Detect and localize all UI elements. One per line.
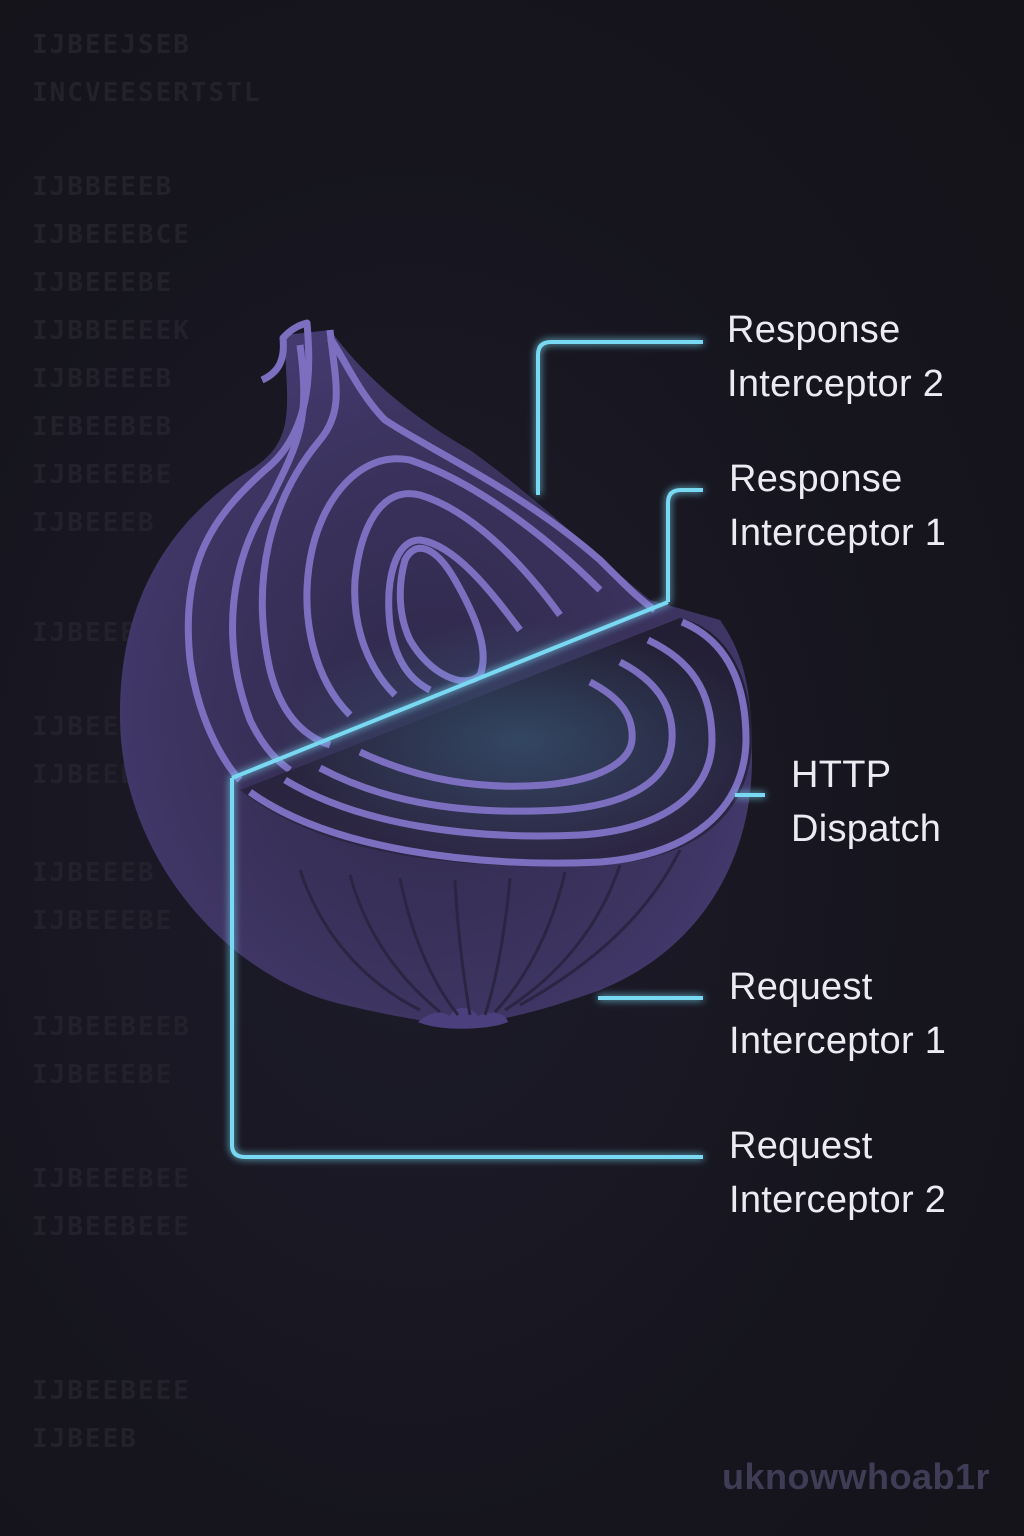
background-texture: IJBEEBEEB xyxy=(32,1012,191,1042)
background-texture: IJBBEEEB xyxy=(32,172,174,202)
watermark: uknowwhoab1r xyxy=(721,1456,990,1497)
label-line: HTTP xyxy=(791,754,892,796)
background-texture: IJBBEEEB xyxy=(32,364,174,394)
label-response-interceptor-2: Response Interceptor 2 xyxy=(727,303,944,411)
background-texture: IJBBEEEEK xyxy=(32,316,191,346)
label-line: Request xyxy=(729,966,873,1008)
background-texture: IEBEEBEB xyxy=(32,412,174,442)
label-http-dispatch: HTTP Dispatch xyxy=(791,748,941,856)
onion-root xyxy=(418,1007,508,1029)
background-texture: IJBEEBEEE xyxy=(32,1376,191,1406)
connector-response-interceptor-1 xyxy=(666,488,703,602)
background-texture: IJBEEJSEB xyxy=(32,30,191,60)
cut-rings xyxy=(247,618,750,867)
background-texture: INCVEESERTSTL xyxy=(32,78,262,108)
connector-request-interceptor-2 xyxy=(230,778,703,1159)
background-texture: IJBEEEBE xyxy=(32,906,174,936)
label-line: Response xyxy=(727,309,901,351)
background-texture: IJBEEEBCE xyxy=(32,220,191,250)
cut-glow xyxy=(280,620,760,860)
background-texture: IJBEEBEEE xyxy=(32,1212,191,1242)
background-texture: IJBEEEBE xyxy=(32,268,174,298)
cut-line xyxy=(231,600,669,780)
label-line: Response xyxy=(729,458,903,500)
label-response-interceptor-1: Response Interceptor 1 xyxy=(729,452,946,560)
background-texture: IJBEEB xyxy=(32,1424,138,1454)
connector-lines xyxy=(230,340,765,1159)
label-line: Interceptor 1 xyxy=(729,512,947,554)
background-texture: IJBEEEB xyxy=(32,508,156,538)
upper-rings xyxy=(184,319,657,783)
background-texture: IJBEEEBE xyxy=(32,460,174,490)
label-request-interceptor-1: Request Interceptor 1 xyxy=(729,960,946,1068)
background-texture: IJBEEEB xyxy=(32,858,156,888)
label-line: Request xyxy=(729,1125,873,1167)
connector-response-interceptor-2 xyxy=(536,340,703,495)
background-texture: IJBEEEBEE xyxy=(32,1164,191,1194)
label-line: Interceptor 1 xyxy=(729,1020,947,1062)
background-texture: IJBEEEBE xyxy=(32,1060,174,1090)
label-line: Interceptor 2 xyxy=(727,363,945,405)
onion-skin-veins xyxy=(298,849,682,1016)
label-request-interceptor-2: Request Interceptor 2 xyxy=(729,1119,946,1227)
background-texture: IJBEEB xyxy=(32,712,138,742)
label-line: Dispatch xyxy=(791,808,942,850)
label-line: Interceptor 2 xyxy=(729,1179,947,1221)
